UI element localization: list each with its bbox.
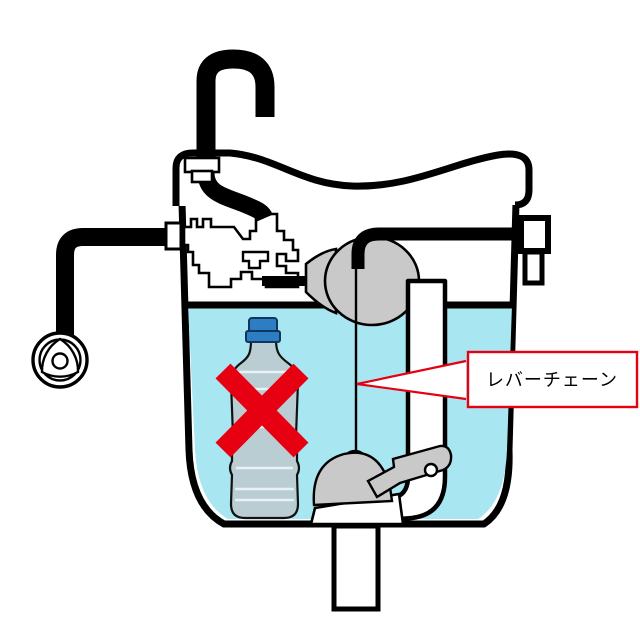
prohibition-x-icon <box>215 363 309 458</box>
flapper-arm <box>366 444 453 499</box>
flush-lever-rod <box>351 227 520 269</box>
callout: レバーチェーン <box>356 350 639 409</box>
tank-lid <box>172 149 533 209</box>
flush-handle-fitting <box>518 215 551 286</box>
bottle-cap <box>245 317 281 343</box>
flapper-pivot <box>423 462 439 478</box>
callout-label: レバーチェーン <box>486 370 618 390</box>
flapper-assembly <box>312 444 453 507</box>
fill-valve-body <box>182 212 300 289</box>
fill-valve <box>182 212 300 289</box>
supply-wall-fitting <box>164 221 183 251</box>
spout-flange-bottom <box>190 169 214 184</box>
float-arm <box>262 276 314 286</box>
outlet-pipe <box>331 523 381 612</box>
callout-pointer <box>357 362 466 398</box>
callout-box <box>466 350 639 409</box>
fill-valve-notch <box>241 250 270 270</box>
float-ball-group <box>304 235 421 327</box>
float-ball <box>323 235 421 327</box>
handwash-spout-pipe <box>196 49 275 170</box>
supply-pipe <box>56 228 172 352</box>
shutoff-valve-wheel <box>31 331 89 389</box>
refill-pipe <box>197 172 273 222</box>
